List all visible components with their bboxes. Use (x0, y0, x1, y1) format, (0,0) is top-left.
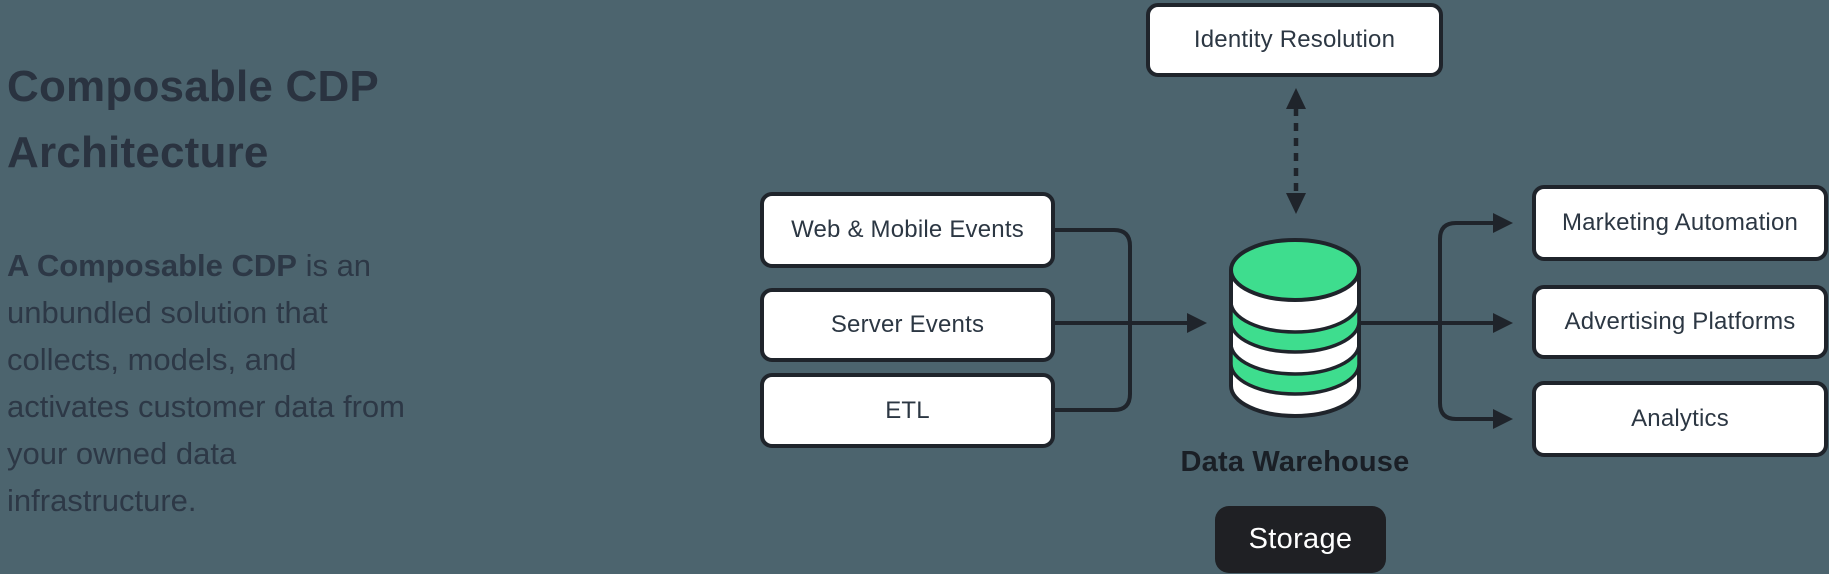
identity-sync-dashed-arrow (1286, 88, 1306, 214)
destinations-branch-connector (1359, 213, 1513, 429)
arrow-right-icon (1493, 313, 1513, 333)
marketing-automation-box: Marketing Automation (1532, 185, 1828, 261)
arrow-down-icon (1286, 193, 1306, 214)
description-body: is an unbundled solution that collects, … (7, 248, 405, 518)
page-description: A Composable CDP is an unbundled solutio… (7, 242, 407, 524)
server-events-label: Server Events (830, 311, 985, 338)
identity-resolution-box: Identity Resolution (1146, 3, 1443, 77)
description-bold-lead: A Composable CDP (7, 248, 297, 283)
identity-resolution-label: Identity Resolution (1193, 26, 1396, 53)
data-warehouse-label: Data Warehouse (1180, 446, 1410, 478)
advertising-platforms-box: Advertising Platforms (1532, 285, 1828, 359)
storage-badge-label: Storage (1248, 523, 1353, 555)
web-mobile-events-box: Web & Mobile Events (760, 192, 1055, 268)
etl-box: ETL (760, 373, 1055, 448)
arrow-right-icon (1493, 213, 1513, 233)
advertising-platforms-label: Advertising Platforms (1564, 308, 1796, 335)
web-mobile-events-label: Web & Mobile Events (791, 216, 1024, 243)
analytics-box: Analytics (1532, 381, 1828, 457)
storage-badge: Storage (1215, 506, 1386, 573)
etl-label: ETL (885, 396, 930, 424)
database-icon (1227, 236, 1363, 420)
arrow-up-icon (1286, 88, 1306, 109)
server-events-box: Server Events (760, 288, 1055, 362)
page-title: Composable CDP Architecture (7, 62, 379, 177)
arrow-right-icon (1493, 409, 1513, 429)
analytics-label: Analytics (1631, 405, 1729, 432)
marketing-automation-label: Marketing Automation (1561, 209, 1799, 236)
arrow-right-icon (1187, 313, 1207, 333)
sources-merge-connector (1055, 228, 1207, 412)
